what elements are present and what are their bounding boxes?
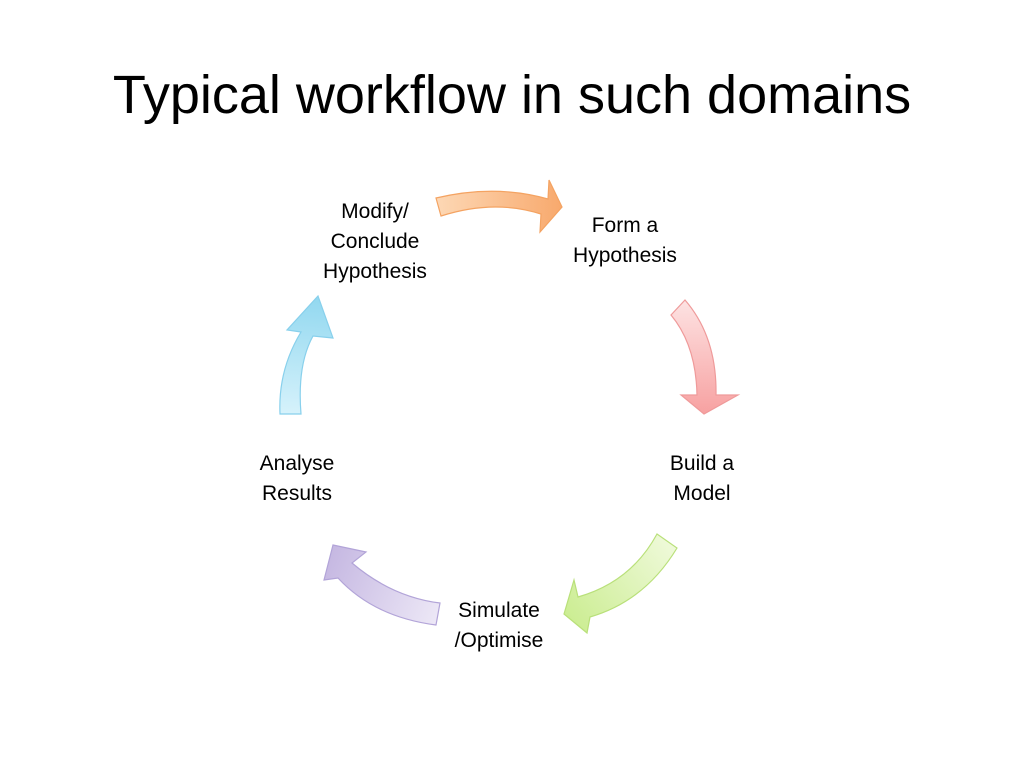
slide-title: Typical workflow in such domains: [112, 65, 912, 125]
cycle-arrow-3: [323, 544, 441, 626]
cycle-arrow-0: [435, 179, 563, 234]
node-simulate-optimise: Simulate /Optimise: [454, 599, 544, 652]
node-modify-conclude-hypothesis: Modify/ Conclude Hypothesis: [323, 200, 427, 283]
cycle-arrow-2: [563, 533, 678, 635]
node-form-a-hypothesis: Form a Hypothesis: [573, 214, 677, 267]
cycle-arrow-1: [670, 299, 741, 415]
cycle-arrow-4: [279, 294, 334, 415]
node-build-a-model: Build a Model: [669, 452, 735, 505]
node-analyse-results: Analyse Results: [259, 452, 335, 505]
